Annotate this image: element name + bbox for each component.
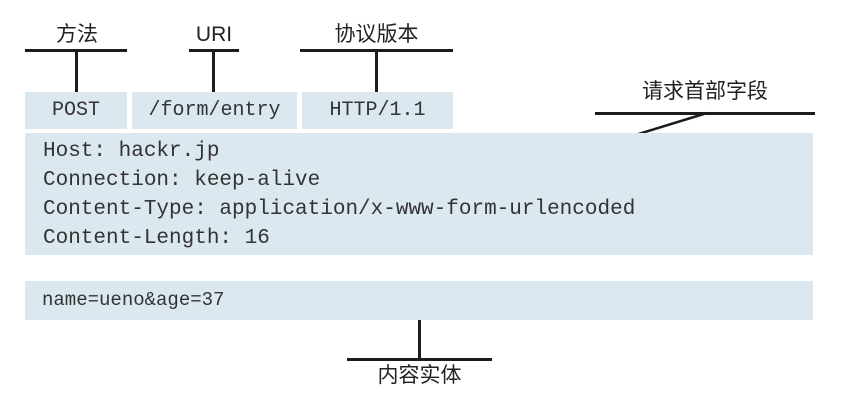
request-header-fields-pointer-line	[631, 111, 708, 138]
method-callout-underline	[25, 49, 127, 52]
uri-callout-label: URI	[195, 23, 233, 46]
uri-callout-connector	[212, 52, 215, 92]
header-field-line: Connection: keep-alive	[43, 169, 321, 192]
entity-body-callout-overline	[347, 358, 492, 361]
protocol-version-callout-connector	[375, 52, 378, 92]
entity-body-block: name=ueno&age=37	[25, 281, 813, 320]
method-callout-connector	[75, 52, 78, 92]
protocol-version-callout-label: 协议版本	[334, 23, 419, 46]
method-callout-label: 方法	[56, 23, 98, 46]
protocol-version-callout-underline	[300, 49, 453, 52]
request-version-box: HTTP/1.1	[302, 92, 453, 129]
header-field-line: Host: hackr.jp	[43, 140, 220, 163]
request-method-box: POST	[25, 92, 127, 129]
entity-body-callout-connector	[418, 320, 421, 360]
request-headers-block: Host: hackr.jp Connection: keep-alive Co…	[25, 133, 813, 255]
header-field-line: Content-Length: 16	[43, 227, 270, 250]
entity-body-callout-label: 内容实体	[377, 364, 462, 387]
request-header-fields-callout-label: 请求首部字段	[642, 80, 768, 103]
header-field-line: Content-Type: application/x-www-form-url…	[43, 198, 636, 221]
request-uri-box: /form/entry	[132, 92, 297, 129]
uri-callout-underline	[189, 49, 239, 52]
